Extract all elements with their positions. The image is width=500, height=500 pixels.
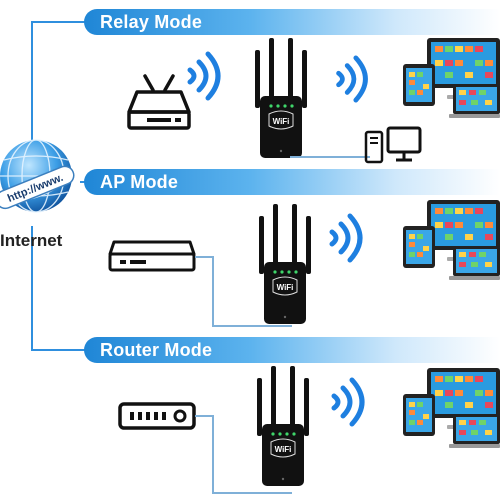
modem-icon bbox=[118, 402, 196, 430]
router-mode-banner: Router Mode bbox=[84, 337, 500, 363]
wifi-repeater-device: WiFi bbox=[255, 38, 307, 158]
ethernet-cable bbox=[212, 415, 214, 493]
ethernet-cable bbox=[290, 156, 370, 158]
client-devices-icon bbox=[403, 200, 500, 280]
ethernet-cable bbox=[212, 492, 292, 494]
wifi-signal-icon bbox=[331, 377, 365, 427]
trunk-line bbox=[31, 21, 33, 154]
wifi-signal-icon bbox=[336, 55, 368, 103]
internet-globe-icon: http://www. bbox=[0, 139, 82, 213]
internet-label: Internet bbox=[0, 231, 63, 250]
wifi-repeater-device: WiFi bbox=[257, 366, 309, 486]
trunk-line-lower bbox=[31, 226, 33, 350]
client-devices-icon bbox=[403, 38, 500, 118]
wifi-signal-icon bbox=[329, 213, 363, 263]
ethernet-cable bbox=[195, 256, 213, 258]
repeater-brand-text: WiFi bbox=[273, 117, 290, 126]
router-branch-line bbox=[31, 349, 91, 351]
client-devices-icon bbox=[403, 368, 500, 448]
router-mode-title: Router Mode bbox=[100, 340, 213, 360]
ethernet-cable bbox=[212, 256, 214, 326]
repeater-brand-text: WiFi bbox=[277, 283, 294, 292]
ap-mode-banner: AP Mode bbox=[84, 169, 500, 195]
ap-mode-title: AP Mode bbox=[100, 172, 179, 192]
wifi-repeater-device: WiFi bbox=[259, 204, 311, 324]
relay-mode-title: Relay Mode bbox=[100, 12, 203, 32]
wireless-router-icon bbox=[127, 74, 191, 130]
desktop-pc-icon bbox=[364, 126, 422, 164]
wifi-signal-icon bbox=[187, 51, 221, 101]
ethernet-cable bbox=[195, 415, 213, 417]
relay-mode-banner: Relay Mode bbox=[84, 9, 500, 35]
ethernet-cable bbox=[212, 325, 292, 327]
modem-icon bbox=[108, 240, 196, 272]
relay-branch-line bbox=[31, 21, 91, 23]
repeater-brand-text: WiFi bbox=[275, 445, 292, 454]
